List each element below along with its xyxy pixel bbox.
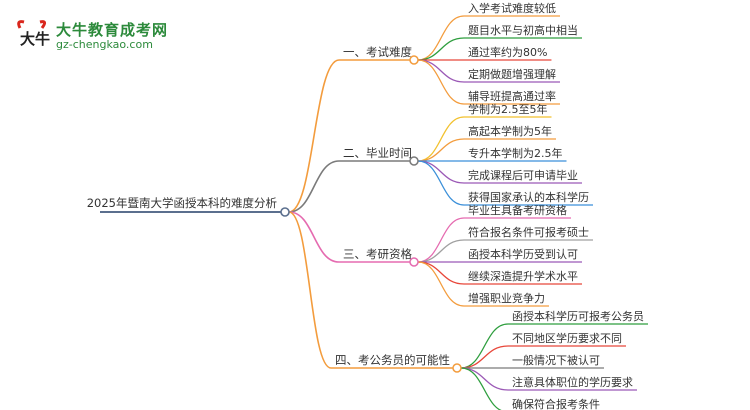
leaf-label: 学制为2.5至5年: [468, 102, 548, 116]
leaf-label: 入学考试难度较低: [468, 1, 556, 15]
leaf-label: 毕业生具备考研资格: [468, 203, 567, 217]
leaf-label: 专升本学制为2.5年: [468, 146, 563, 160]
leaf-label: 完成课程后可申请毕业: [468, 168, 578, 182]
branch-connector: [288, 160, 340, 213]
leaf-label: 通过率约为80%: [468, 45, 547, 59]
leaf-label: 一般情况下被认可: [512, 354, 600, 367]
leaf-connector: [417, 160, 465, 184]
leaf-connector: [417, 261, 465, 307]
bull-logo-icon: 大牛: [17, 20, 50, 48]
leaf-label: 函授本科学历可报考公务员: [512, 309, 644, 323]
leaf-connector: [460, 367, 502, 410]
logo-emblem-text: 大牛: [20, 30, 50, 48]
leaf-label: 获得国家承认的本科学历: [468, 190, 589, 204]
leaf-connector: [417, 37, 465, 61]
leaf-connector: [417, 59, 465, 105]
branch-label: 一、考试难度: [343, 45, 412, 59]
logo-title: 大牛教育成考网: [56, 21, 169, 39]
site-logo[interactable]: 大牛 大牛教育成考网 gz-chengkao.com: [14, 18, 214, 51]
leaf-connector: [417, 261, 465, 285]
branch-node-circle[interactable]: [409, 257, 419, 267]
branch-connector: [288, 59, 340, 213]
leaf-connector: [460, 323, 509, 369]
leaf-connector: [417, 239, 465, 263]
leaf-label: 增强职业竞争力: [468, 291, 545, 305]
branch-connector: [288, 211, 332, 369]
branch-connector: [288, 211, 340, 263]
leaf-label: 高起本学制为5年: [468, 124, 552, 138]
leaf-connector: [460, 367, 509, 391]
leaf-label: 辅导班提高通过率: [468, 89, 556, 103]
branch-label: 四、考公务员的可能性: [335, 353, 450, 367]
leaf-connector: [417, 160, 465, 206]
branch-node-circle[interactable]: [409, 156, 419, 166]
leaf-label: 继续深造提升学术水平: [468, 269, 578, 283]
root-node-circle[interactable]: [280, 207, 290, 217]
leaf-label: 不同地区学历要求不同: [512, 331, 622, 345]
leaf-label: 符合报名条件可报考硕士: [468, 225, 589, 239]
leaf-connector: [460, 345, 509, 369]
leaf-label: 确保符合报考条件: [512, 397, 600, 410]
leaf-connector: [417, 15, 465, 61]
logo-url: gz-chengkao.com: [56, 38, 153, 51]
leaf-connector: [417, 59, 465, 83]
mindmap-edges: [100, 15, 648, 410]
branch-label: 二、毕业时间: [343, 146, 412, 160]
mindmap-nodes: 2025年暨南大学函授本科的难度分析 一、考试难度 入学考试难度较低题目水平与初高中…: [87, 1, 644, 410]
leaf-connector: [417, 116, 465, 162]
root-label: 2025年暨南大学函授本科的难度分析: [87, 196, 277, 210]
branch-node-circle[interactable]: [409, 55, 419, 65]
leaf-label: 题目水平与初高中相当: [468, 23, 578, 37]
leaf-connector: [417, 217, 465, 263]
leaf-connector: [417, 138, 465, 162]
branch-label: 三、考研资格: [343, 247, 412, 261]
leaf-label: 函授本科学历受到认可: [468, 247, 578, 261]
branch-node-circle[interactable]: [452, 363, 462, 373]
leaf-label: 注意具体职位的学历要求: [512, 375, 633, 389]
leaf-label: 定期做题增强理解: [468, 67, 556, 81]
